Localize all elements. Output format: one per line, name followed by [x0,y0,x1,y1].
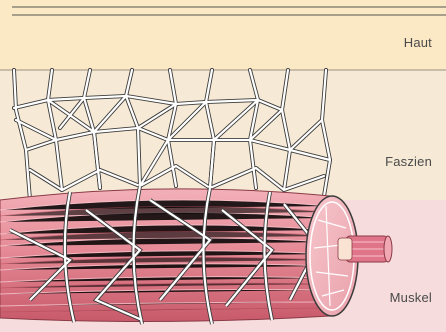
skin-layer [0,0,446,70]
label-fascia: Faszien [385,154,432,169]
label-skin: Haut [404,35,432,50]
label-muscle: Muskel [390,290,432,305]
muscle-bundle [0,186,392,324]
protruding-fibers [346,236,392,262]
